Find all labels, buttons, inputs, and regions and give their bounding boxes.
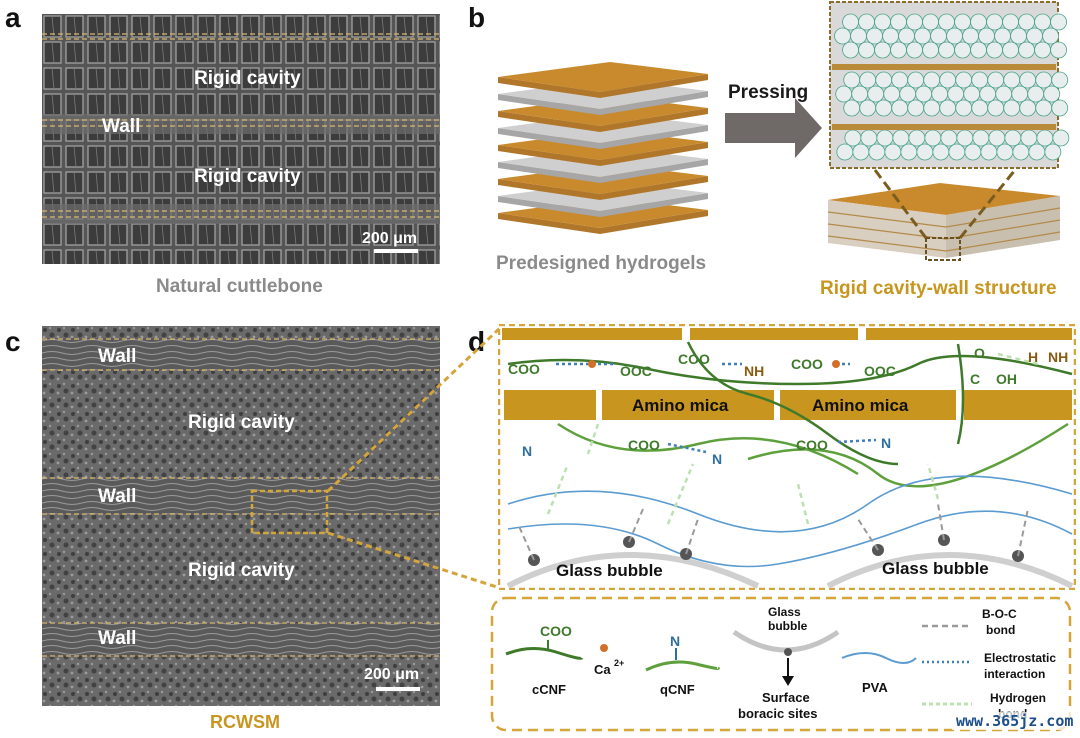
arrow-down-icon <box>782 676 794 686</box>
legend-qcnf: qCNF <box>660 682 695 697</box>
glass-bubble-label-1: Glass bubble <box>556 561 663 580</box>
zoom-region-box <box>250 489 329 535</box>
amino-mica-label-2: Amino mica <box>812 396 909 415</box>
panel-b-schematic <box>498 1 1070 261</box>
ca-ion-icon-2 <box>832 360 840 368</box>
panel-label-c: c <box>5 326 21 357</box>
rcwsm-sem-image: Wall Rigid cavity Wall Rigid cavity Wall… <box>42 326 440 706</box>
cuttlebone-sem-texture <box>42 14 440 264</box>
chem-oh: OH <box>996 371 1017 387</box>
chem-c: C <box>970 371 980 387</box>
chem-h: H <box>1028 349 1038 365</box>
scale-bar-label: 200 μm <box>362 230 418 247</box>
chem-coo-left: COO <box>508 361 540 377</box>
mica-wall-layer <box>832 124 1056 130</box>
legend-electrostatic-2: interaction <box>984 667 1045 681</box>
chem-coo-mid: COO <box>678 351 710 367</box>
legend-boc-1: B-O-C <box>982 607 1017 621</box>
hydrogel-stack <box>498 62 708 234</box>
legend-ca-charge: 2+ <box>614 658 624 668</box>
cuttlebone-sem-image: Rigid cavity Wall Rigid cavity 200 μm <box>42 14 440 264</box>
sem-label-wall-2: Wall <box>98 486 137 507</box>
pva-chain-icon <box>841 652 917 664</box>
sem-label-cavity-bottom: Rigid cavity <box>194 166 301 187</box>
legend-ccnf-group: COO <box>540 623 572 639</box>
legend-hydrogen-1: Hydrogen <box>990 691 1046 705</box>
chem-n-mid: N <box>712 451 722 467</box>
sem-label-wall-3: Wall <box>98 628 137 649</box>
glass-bubble-label-2: Glass bubble <box>882 559 989 578</box>
ccnf-fiber-icon <box>505 647 584 660</box>
panel-label-a: a <box>5 2 21 33</box>
legend-surface-1: Surface <box>762 690 810 705</box>
legend-qcnf-n: N <box>670 633 680 649</box>
caption-rigid-cavity-wall: Rigid cavity-wall structure <box>820 278 1057 299</box>
caption-rcwsm: RCWSM <box>210 712 280 732</box>
chem-n-left: N <box>522 443 532 459</box>
amino-mica-block-2 <box>780 390 956 420</box>
chem-nh: NH <box>1048 349 1068 365</box>
legend-ca: Ca <box>594 662 611 677</box>
chem-ooc-left: OOC <box>620 363 652 379</box>
chem-nh3: NH <box>744 363 764 379</box>
sem-label-cavity-1: Rigid cavity <box>188 412 295 433</box>
scale-bar-label-c: 200 μm <box>364 666 420 683</box>
chem-coo-a: COO <box>628 437 660 453</box>
mica-wall-layer <box>832 64 1056 70</box>
pressing-label: Pressing <box>728 82 809 103</box>
legend-glass-bubble-2: bubble <box>768 619 808 633</box>
ca-ion-legend-icon <box>600 644 608 652</box>
sem-label-wall-1: Wall <box>98 346 137 367</box>
panel-d-interaction-diagram: COO OOC COO NH COO OOC O C OH H NH Amino… <box>498 324 1076 590</box>
sem-label-cavity-top: Rigid cavity <box>194 68 301 89</box>
legend-boc-2: bond <box>986 623 1015 637</box>
glass-bubble-left <box>506 552 760 589</box>
pressed-slab-icon <box>828 183 1060 215</box>
legend-surface-2: boracic sites <box>738 706 818 721</box>
sem-label-cavity-2: Rigid cavity <box>188 560 295 581</box>
legend-pva: PVA <box>862 680 888 695</box>
panel-label-b: b <box>468 2 486 33</box>
sem-label-wall: Wall <box>102 116 141 137</box>
caption-natural-cuttlebone: Natural cuttlebone <box>156 276 323 297</box>
panel-d-legend: COO cCNF Ca 2+ N qCNF Glass bubble Surfa… <box>490 596 1072 732</box>
amino-mica-block-1 <box>602 390 774 420</box>
mica-sheet-top-2 <box>690 328 858 340</box>
pressing-arrow-icon <box>725 98 822 158</box>
glass-bubble-right <box>826 552 1074 589</box>
mica-sheet-top-3 <box>866 328 1072 340</box>
chem-o: O <box>974 345 985 361</box>
legend-glass-bubble-1: Glass <box>768 605 801 619</box>
chem-coo-b: COO <box>796 437 828 453</box>
panel-label-d: d <box>468 326 486 357</box>
ca-ion-icon-1 <box>588 360 596 368</box>
legend-electrostatic-1: Electrostatic <box>984 651 1056 665</box>
legend-ccnf: cCNF <box>532 682 566 697</box>
hydrogel-layer <box>498 62 708 92</box>
chem-n-right: N <box>881 435 891 451</box>
watermark: www.365jz.com <box>952 712 1078 730</box>
amino-mica-label-1: Amino mica <box>632 396 729 415</box>
rcwsm-sem-texture <box>42 326 440 706</box>
mica-sheet-top-1 <box>502 328 682 340</box>
chem-ooc-right: OOC <box>864 363 896 379</box>
caption-predesigned-hydrogels: Predesigned hydrogels <box>496 253 707 274</box>
chem-coo-mid2: COO <box>791 356 823 372</box>
